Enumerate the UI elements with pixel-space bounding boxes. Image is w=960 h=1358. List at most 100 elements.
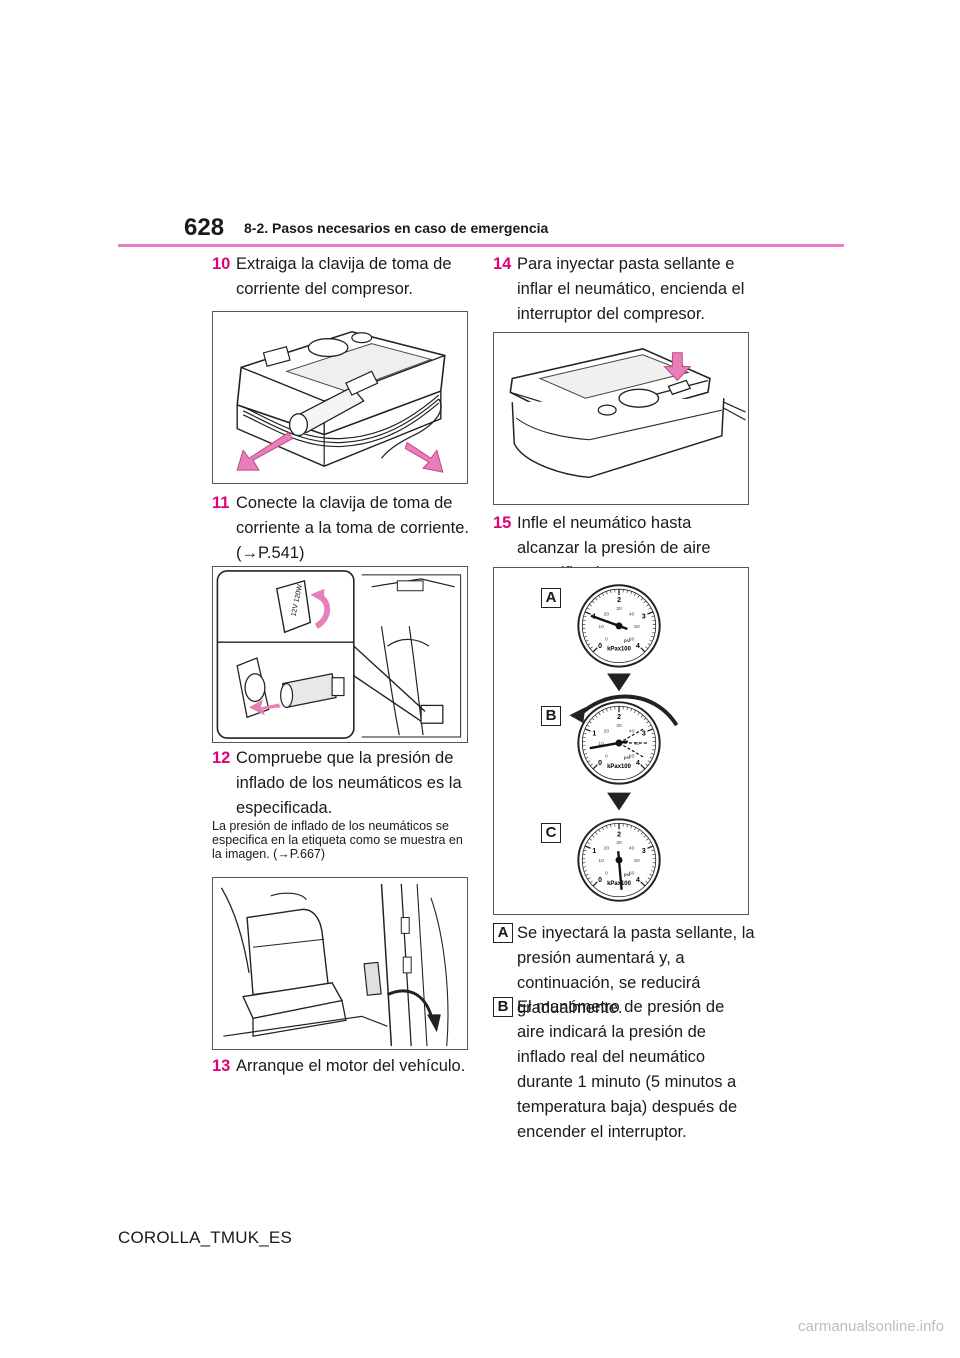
legend-a: A Se inyectará la pasta sellante, la pre… bbox=[493, 921, 755, 1021]
gauge-tick bbox=[626, 824, 628, 828]
gauge-tick bbox=[649, 873, 653, 876]
gauge-inner-label: 40 bbox=[629, 728, 635, 734]
gauge-tick bbox=[646, 604, 649, 607]
gauge-tick bbox=[610, 824, 612, 828]
figure-compressor-switch bbox=[493, 332, 749, 505]
step-number: 13 bbox=[212, 1057, 231, 1075]
gauge-needle bbox=[617, 859, 623, 890]
gauge-tick bbox=[584, 845, 591, 849]
down-arrow-1 bbox=[607, 673, 631, 692]
legend-letter: A bbox=[493, 923, 513, 943]
legend-b: B El manómetro de presión de aire indica… bbox=[493, 995, 755, 1145]
power-outlet-illustration: 12V 120W bbox=[216, 570, 462, 739]
gauge-tick bbox=[594, 714, 598, 718]
callout-letter-c: C bbox=[541, 823, 561, 843]
gauge-tick bbox=[643, 717, 647, 721]
footer-model-code: COROLLA_TMUK_ES bbox=[118, 1228, 292, 1247]
gauge-tick bbox=[589, 604, 592, 607]
gauge-needle bbox=[589, 741, 620, 750]
gauge-inner-label: 0 bbox=[605, 637, 608, 643]
gauge-tick bbox=[651, 849, 655, 852]
gauge-tick bbox=[652, 749, 656, 751]
gauge-tick bbox=[610, 590, 612, 594]
gauge-tick bbox=[651, 732, 655, 735]
gauge-tick bbox=[598, 595, 601, 599]
gauge-tick bbox=[606, 708, 608, 712]
step-text: Extraiga la clavija de toma de corriente… bbox=[236, 255, 452, 298]
gauge-tick bbox=[590, 880, 593, 884]
gauge-hub bbox=[615, 856, 623, 864]
gauge-inner-label: 10 bbox=[598, 858, 604, 864]
step-number: 12 bbox=[212, 749, 231, 767]
gauge-inner-label: 60 bbox=[629, 754, 635, 760]
gauge-tick bbox=[583, 849, 587, 852]
gauge-inner-label: 50 bbox=[634, 741, 640, 747]
gauge-inner-label: 20 bbox=[604, 845, 610, 851]
gauge-inner-label: 40 bbox=[629, 845, 635, 851]
gauge-hub bbox=[615, 739, 623, 747]
gauge-hub bbox=[615, 622, 623, 630]
gauge-tick bbox=[648, 841, 652, 844]
gauge-tick bbox=[594, 597, 598, 601]
gauge-tick bbox=[640, 764, 646, 770]
step-text: Compruebe que la presión de inflado de l… bbox=[236, 749, 462, 817]
gauge-outer-label: 4 bbox=[636, 643, 640, 650]
callout-letter-b: B bbox=[541, 706, 561, 726]
gauge-inner-label: 60 bbox=[629, 871, 635, 877]
gauge-inner-label: 50 bbox=[634, 858, 640, 864]
gauge-unit-label: kPax100 bbox=[607, 647, 631, 653]
gauge-outer-label: 0 bbox=[598, 877, 602, 884]
gauge-tick bbox=[649, 639, 653, 642]
gauge-tick bbox=[598, 712, 601, 716]
gauge-tick bbox=[592, 647, 598, 653]
figure-compressor-plug bbox=[212, 311, 468, 484]
gauge-tick bbox=[634, 593, 636, 596]
gauge-inner-label: 0 bbox=[605, 871, 608, 877]
gauge-tick bbox=[647, 643, 651, 646]
step-text: Para inyectar pasta sellante e inflar el… bbox=[517, 255, 745, 323]
gauge-tick bbox=[646, 838, 649, 841]
gauge-tick bbox=[598, 829, 601, 833]
gauge-tick bbox=[647, 877, 651, 880]
rotation-arc-icon bbox=[569, 694, 679, 727]
gauge-tick bbox=[637, 595, 640, 599]
gauge-tick bbox=[584, 611, 591, 615]
gauge-inner-label: 30 bbox=[616, 723, 622, 729]
gauge-inner-label: 10 bbox=[598, 624, 604, 630]
gauge-tick bbox=[651, 753, 655, 755]
gauge-inner-label: 30 bbox=[616, 840, 622, 846]
gauge-tick bbox=[647, 728, 654, 732]
gauge-tick bbox=[582, 866, 586, 868]
callout-letter-a: A bbox=[541, 588, 561, 608]
gauge-tick bbox=[582, 632, 586, 634]
step-10: 10 Extraiga la clavija de toma de corrie… bbox=[212, 252, 470, 302]
compressor-unplug-illustration bbox=[236, 330, 446, 473]
step-13: 13 Arranque el motor del vehículo. bbox=[212, 1054, 470, 1079]
gauge-inner-label: 50 bbox=[634, 624, 640, 630]
gauge-tick bbox=[640, 831, 644, 835]
gauge-tick bbox=[589, 721, 592, 724]
gauge-tick bbox=[640, 597, 644, 601]
gauge-outer-label: 2 bbox=[617, 597, 621, 604]
gauge-tick bbox=[630, 591, 633, 595]
gauge-inner-label: 20 bbox=[604, 728, 610, 734]
gauge-tick bbox=[648, 724, 652, 727]
gauge-outer-label: 3 bbox=[642, 731, 646, 738]
gauge-tick bbox=[586, 724, 590, 727]
gauge-tick bbox=[645, 646, 649, 649]
gauge-tick bbox=[592, 764, 598, 770]
gauge-tick bbox=[591, 600, 595, 604]
gauge-outer-label: 0 bbox=[598, 643, 602, 650]
gauge-tick bbox=[637, 829, 640, 833]
gauge-tick bbox=[640, 647, 646, 653]
gauge-outer-label: 4 bbox=[636, 877, 640, 884]
gauge-outer-label: 1 bbox=[592, 848, 596, 855]
gauge-tick bbox=[584, 753, 588, 755]
gauge-tick bbox=[652, 632, 656, 634]
figure-power-outlet: 12V 120W bbox=[212, 566, 468, 743]
gauge-unit-label: kPax100 bbox=[607, 764, 631, 770]
gauge-tick bbox=[630, 825, 633, 829]
gauge-tick bbox=[590, 763, 593, 766]
